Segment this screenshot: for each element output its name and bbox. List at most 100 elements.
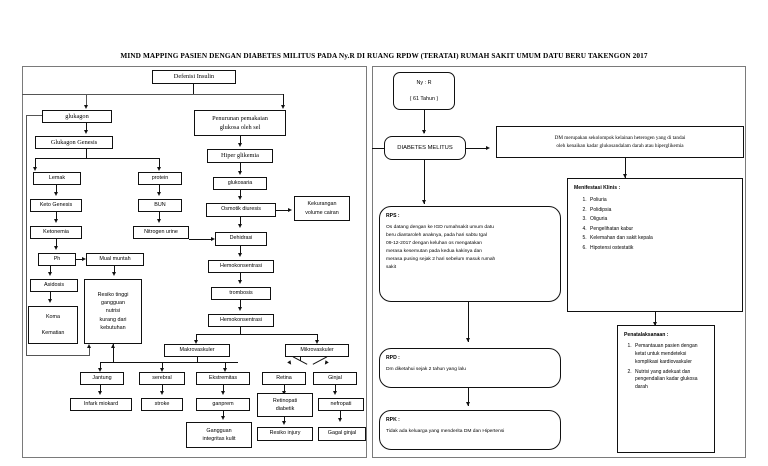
connector: [240, 300, 242, 308]
node-retina: Retina: [262, 372, 306, 385]
connector: [468, 302, 470, 342]
node-koma-kematian: Koma Kematian: [28, 306, 78, 344]
connector: [317, 334, 319, 342]
arrow-icon: [83, 105, 88, 109]
arrow-icon: [97, 368, 102, 372]
connector: [26, 355, 90, 357]
node-ginjal: Ginjal: [313, 372, 357, 385]
connector: [240, 246, 242, 255]
arrow-icon: [82, 256, 86, 261]
node-glukagon: glukagon: [42, 110, 112, 123]
connector: [468, 388, 470, 406]
arrow-icon: [421, 130, 426, 134]
arrow-icon: [83, 130, 88, 134]
list-item: Poliuria: [588, 196, 736, 206]
arrow-icon: [280, 105, 285, 109]
connector: [162, 362, 164, 370]
connector: [240, 273, 242, 281]
connector: [197, 357, 199, 363]
connector: [372, 148, 384, 150]
node-nitrogen-urine: Nitrogen urine: [133, 226, 189, 239]
arrow-icon: [622, 174, 627, 178]
connector: [100, 385, 102, 392]
arrow-icon: [220, 416, 225, 420]
connector: [240, 136, 242, 145]
node-defenisi-insulin: Defenisi Insulin: [152, 70, 236, 84]
node-trombosis: trombosis: [211, 287, 271, 300]
node-hiper-glikemia: Hiper glikemia: [207, 149, 273, 163]
node-dehidrasi: Dehidrasi: [215, 232, 267, 246]
arrow-icon: [237, 171, 242, 175]
connector: [276, 210, 290, 212]
connector: [26, 115, 42, 117]
connector: [240, 217, 242, 226]
node-nefropati: nefropati: [318, 398, 364, 411]
node-resiko-tinggi-nutrisi: Resiko tinggi gangguan nutrisi kurang da…: [84, 279, 142, 344]
panel-penatalaksanaan: Penatalaksanaan : Pemantauan pasien deng…: [617, 325, 715, 453]
connector: [50, 292, 52, 300]
connector: [162, 385, 164, 392]
node-ekstremitas: Ekstremitas: [196, 372, 250, 385]
connector: [424, 110, 426, 133]
node-hemokonsentrasi-1: Hemokonsentrasi: [208, 260, 274, 273]
connector: [159, 212, 161, 220]
arrow-icon: [237, 224, 242, 228]
arrow-icon: [86, 344, 91, 348]
arrow-icon: [156, 219, 161, 223]
arrow-icon: [47, 299, 52, 303]
connector: [196, 334, 198, 342]
manifestasi-list: Poliuria Polidipsia Oliguria Pengelihata…: [574, 196, 736, 253]
connector: [466, 148, 488, 150]
node-asidosis: Asidosis: [30, 279, 78, 292]
node-resiko-injury: Resiko injury: [257, 427, 313, 441]
arrow-icon: [211, 236, 215, 241]
arrow-icon: [156, 167, 161, 171]
connector: [625, 158, 627, 178]
arrow-icon: [486, 145, 490, 150]
connector: [86, 149, 88, 158]
arrow-icon: [314, 340, 319, 344]
arrow-icon: [53, 192, 58, 196]
arrow-icon: [337, 418, 342, 422]
arrow-icon: [288, 207, 292, 212]
list-item: Polidipsia: [588, 206, 736, 216]
connector: [223, 411, 225, 417]
node-kekurangan-volume-cairan: Kekurangan volume cairan: [294, 196, 350, 221]
arrow-icon: [53, 219, 58, 223]
node-hemokonsentrasi-2: Hemokonsentrasi: [208, 314, 274, 327]
arrow-icon: [47, 272, 52, 276]
list-item: Oliguria: [588, 215, 736, 225]
arrow-icon: [222, 368, 227, 372]
panel-rpk: RPK : Tidak ada keluarga yang menderita …: [379, 410, 561, 450]
node-diabetes-melitus: DIABETES MELITUS: [384, 136, 466, 160]
connector: [50, 266, 52, 273]
connector: [114, 266, 116, 273]
arrow-icon: [156, 192, 161, 196]
connector: [159, 185, 161, 193]
node-serebral: serebral: [139, 372, 185, 385]
node-ganprem: ganprem: [196, 398, 250, 411]
connector: [76, 259, 84, 261]
penatalaksanaan-list: Pemantauan pasien dengan ketat untuk men…: [624, 343, 708, 392]
connector: [335, 385, 337, 392]
connector: [240, 190, 242, 197]
panel-rps: RPS : Os datang dengan ke IGD rumahsakit…: [379, 206, 561, 302]
arrow-icon: [421, 200, 426, 204]
connector: [240, 163, 242, 172]
node-gangguan-integritas-kulit: Gangguan integritas kulit: [186, 422, 252, 448]
node-ketonemia: Ketonemia: [30, 226, 82, 239]
arrow-icon: [465, 338, 470, 342]
node-mikrovaskuler: Mikrovaskuler: [285, 344, 349, 357]
arrow-icon: [159, 368, 164, 372]
node-ph: Ph: [38, 253, 76, 266]
list-item: Pemantauan pasien dengan ketat untuk men…: [633, 343, 708, 366]
connector: [189, 239, 213, 241]
connector: [56, 212, 58, 220]
connector: [89, 348, 91, 356]
connector: [86, 123, 88, 132]
connector: [100, 362, 102, 370]
node-infark-miokard: Infark miokard: [70, 398, 132, 411]
arrow-icon: [193, 340, 198, 344]
node-protein: protein: [138, 172, 182, 185]
node-glukosaria: glukosaria: [213, 177, 267, 190]
